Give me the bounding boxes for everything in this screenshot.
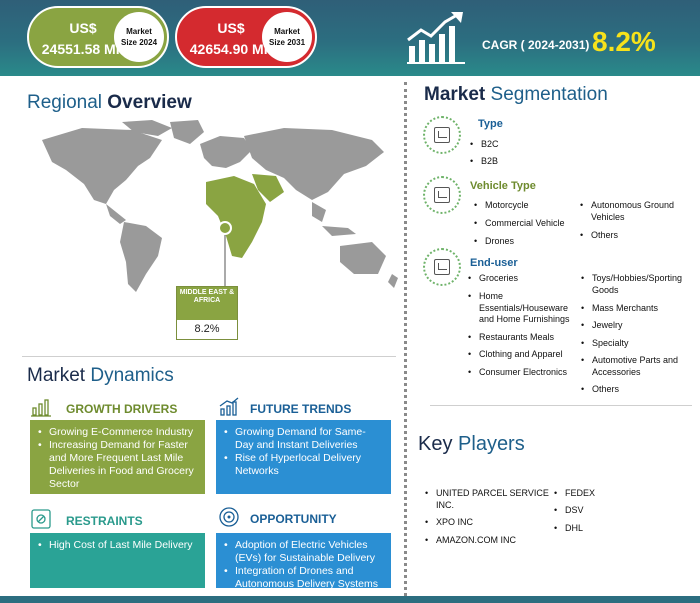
bar-chart-icon: [31, 399, 51, 417]
type-heading: Type: [478, 118, 503, 130]
restraint-icon: [31, 509, 51, 529]
type-icon: [423, 116, 461, 154]
vehicle-type-item: Commercial Vehicle: [474, 218, 565, 230]
future-trend-item: Rise of Hyperlocal Delivery Networks: [224, 452, 383, 478]
key-players-title-part1: Key: [418, 433, 459, 455]
market-size-2024-label: Market Size 2024: [114, 12, 164, 62]
market-size-2031-pill: US$ 42654.90 Mn Market Size 2031: [175, 6, 317, 68]
regional-title-part1: Regional: [27, 92, 108, 113]
restraint-item: High Cost of Last Mile Delivery: [38, 539, 197, 552]
end-user-item: Home Essentials/Houseware and Home Furni…: [468, 291, 580, 326]
world-map: [42, 120, 398, 292]
future-trend-item: Growing Demand for Same-Day and Instant …: [224, 426, 383, 452]
regional-title-part2: Overview: [107, 92, 192, 113]
market-segmentation-title: Market Segmentation: [424, 84, 608, 106]
header-banner: US$ 24551.58 Mn Market Size 2024 US$ 426…: [0, 0, 700, 76]
market-size-2031-value: US$ 42654.90 Mn: [189, 20, 273, 57]
end-user-item: Restaurants Meals: [468, 332, 554, 344]
end-user-item: Consumer Electronics: [468, 367, 567, 379]
end-user-item: Toys/Hobbies/Sporting Goods: [581, 273, 693, 296]
end-user-item: Automotive Parts and Accessories: [581, 355, 693, 378]
divider-line: [430, 405, 692, 406]
opportunity-heading: OPPORTUNITY: [250, 512, 337, 526]
opportunity-item: Adoption of Electric Vehicles (EVs) for …: [224, 539, 383, 565]
vertical-dotted-divider: [404, 82, 407, 602]
key-player-item: FEDEX: [554, 488, 595, 500]
divider-line: [22, 356, 396, 357]
future-trends-heading: FUTURE TRENDS: [250, 402, 352, 416]
growth-driver-item: Growing E-Commerce Industry: [38, 426, 197, 439]
footer-bar: [0, 596, 700, 603]
key-player-item: DHL: [554, 523, 583, 535]
dynamics-title-part1: Market: [27, 365, 91, 386]
key-players-title-part2: Players: [458, 433, 525, 455]
growth-drivers-heading: GROWTH DRIVERS: [66, 402, 178, 416]
end-user-item: Jewelry: [581, 320, 623, 332]
opportunity-box: Adoption of Electric Vehicles (EVs) for …: [216, 533, 391, 591]
vehicle-type-item: Autonomous Ground Vehicles: [580, 200, 692, 223]
growth-drivers-box: Growing E-Commerce Industry Increasing D…: [30, 420, 205, 494]
vehicle-type-item: Others: [580, 230, 618, 242]
vehicle-type-icon: [423, 176, 461, 214]
opportunity-item: Integration of Drones and Autonomous Del…: [224, 565, 383, 591]
region-value: 8.2%: [194, 323, 220, 335]
key-players-title: Key Players: [418, 433, 525, 456]
market-dynamics-title: Market Dynamics: [27, 365, 174, 387]
regional-overview-title: Regional Overview: [27, 92, 192, 114]
end-user-item: Clothing and Apparel: [468, 349, 563, 361]
vehicle-type-item: Motorcycle: [474, 200, 529, 212]
segmentation-title-part2: Segmentation: [490, 84, 608, 105]
market-size-2024-value: US$ 24551.58 Mn: [41, 20, 125, 57]
vehicle-type-item: Drones: [474, 236, 514, 248]
market-size-2031-label: Market Size 2031: [262, 12, 312, 62]
end-user-heading: End-user: [470, 257, 518, 269]
key-player-item: DSV: [554, 505, 584, 517]
type-item: B2B: [470, 156, 498, 168]
type-item: B2C: [470, 139, 499, 151]
trend-icon: [219, 397, 239, 416]
end-user-icon: [423, 248, 461, 286]
growth-chart-icon: [407, 12, 465, 64]
end-user-item: Groceries: [468, 273, 518, 285]
cagr-label: CAGR ( 2024-2031): [482, 38, 590, 52]
end-user-item: Others: [581, 384, 619, 396]
key-player-item: XPO INC: [425, 517, 473, 529]
key-player-item: AMAZON.COM INC: [425, 535, 516, 547]
opportunity-icon: [219, 507, 239, 527]
end-user-item: Mass Merchants: [581, 303, 658, 315]
dynamics-title-part2: Dynamics: [90, 365, 174, 386]
end-user-item: Specialty: [581, 338, 629, 350]
cagr-value: 8.2%: [592, 26, 656, 57]
restraints-box: High Cost of Last Mile Delivery: [30, 533, 205, 588]
market-size-2024-pill: US$ 24551.58 Mn Market Size 2024: [27, 6, 169, 68]
restraints-heading: RESTRAINTS: [66, 514, 143, 528]
region-callout-mea: MIDDLE EAST & AFRICA 8.2%: [176, 286, 238, 340]
region-name: MIDDLE EAST & AFRICA: [177, 287, 237, 320]
key-player-item: UNITED PARCEL SERVICE INC.: [425, 488, 550, 511]
segmentation-title-part1: Market: [424, 84, 491, 105]
vehicle-type-heading: Vehicle Type: [470, 180, 536, 192]
future-trends-box: Growing Demand for Same-Day and Instant …: [216, 420, 391, 494]
growth-driver-item: Increasing Demand for Faster and More Fr…: [38, 439, 197, 491]
